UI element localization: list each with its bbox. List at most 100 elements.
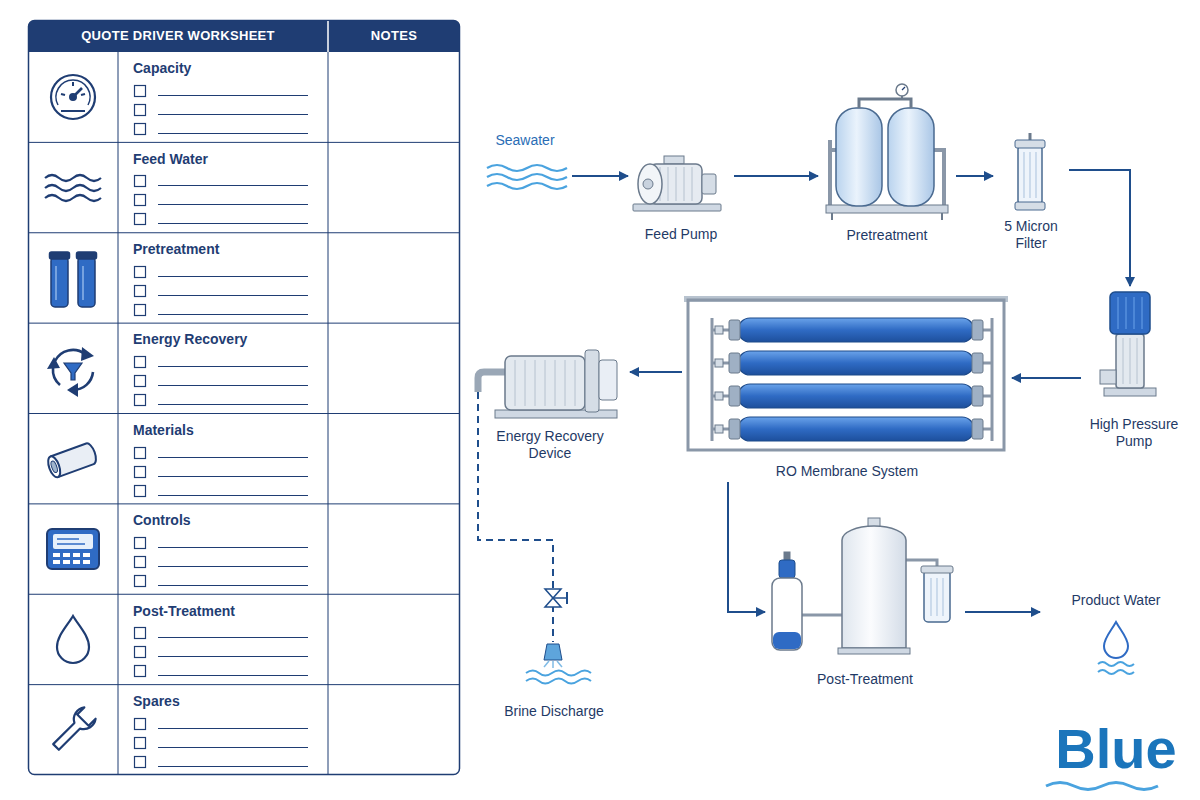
write-in-line [158,133,308,134]
cartridge-filter-part [1018,146,1042,204]
gauge-icon-part [51,75,95,119]
row-title: Energy Recovery [133,332,247,347]
controller-icon [47,529,99,569]
filter-icon-part [78,257,95,307]
write-in-line [158,728,308,729]
table-rule [29,232,459,233]
write-in-line [158,656,308,657]
write-in-line [158,366,308,367]
energy-recovery-unit-part [555,360,556,406]
high-pressure-pump-part [1116,334,1144,388]
checkbox [135,628,146,639]
ro-membrane-rack-part-part [738,417,974,441]
energy-recovery-unit-part [585,350,599,412]
ro-membrane-rack-part-part [738,351,974,375]
post-treatment-equipment-part [773,632,801,649]
row-title: Post-Treatment [133,604,235,619]
gauge-icon-part [81,94,85,95]
valve-symbol-part [553,597,567,599]
table-header: NOTES [371,29,417,43]
checkbox [135,486,146,497]
write-in-line [158,95,308,96]
pretreatment-tanks-part [826,205,948,213]
waves-icon-part [45,195,101,201]
write-in-line [158,675,308,676]
pretreatment-tanks-part [896,84,908,96]
checkbox [135,305,146,316]
gauge-icon-part [70,94,76,100]
controller-icon-part [63,553,70,557]
cartridge-filter [1015,133,1045,210]
feed-pump-illustration-part [638,164,662,204]
feed-pump-illustration-part [668,167,669,201]
high-pressure-pump-part [1118,297,1119,329]
checkbox [135,557,146,568]
ro-membrane-rack-part [688,300,1004,450]
feed-pump-illustration-part [692,167,693,201]
write-in-line [158,476,308,477]
checkbox [135,124,146,135]
node-label: RO Membrane System [776,463,918,480]
ro-membrane-rack-part [711,318,714,441]
logo-wave [1046,783,1158,790]
flow-connector [572,175,628,177]
flow-connector [478,464,553,642]
ro-membrane-rack-part-part [738,384,974,408]
row-title-cell: Spares [133,691,323,713]
cartridge-filter-part [1030,152,1031,198]
controller-icon-part [47,529,99,569]
checkbox [135,448,146,459]
energy-recovery-unit [478,350,617,464]
checkbox [135,666,146,677]
brine-outlet-part-part [552,661,554,668]
post-treatment-equipment-part [779,560,795,578]
equipment-node: Pretreatment [818,86,956,246]
filter-icon-part [51,257,68,307]
flow-connector [1012,377,1081,379]
product-water-symbol-part [1098,662,1134,666]
high-pressure-pump-part [1134,297,1135,329]
ro-membrane-rack-part-part [715,359,723,367]
flow-connector [1069,170,1130,286]
high-pressure-pump-part [1110,292,1150,334]
product-water-symbol-part [1098,670,1134,674]
valve-symbol [545,589,567,607]
controller-icon-part [83,560,90,564]
post-treatment-equipment-part [802,614,842,617]
energy-recovery-unit-part [545,360,546,406]
worksheet-table [29,21,460,775]
ro-membrane-rack-part-part [729,419,740,439]
worksheet-table-part [29,21,460,53]
row-title: Capacity [133,61,191,76]
controller-icon-part [53,560,60,564]
row-title-cell: Controls [133,510,323,532]
checkbox [135,286,146,297]
seawater-waves-part [487,165,567,171]
post-treatment-equipment-part [924,570,950,622]
write-in-line [158,637,308,638]
checkbox [135,538,146,549]
recycle-icon-part [53,368,60,385]
filter-icon-part [55,266,57,300]
row-title: Feed Water [133,152,208,167]
valve-symbol-part [566,592,568,604]
write-in-line [158,747,308,748]
pipe-icon-part [46,455,63,479]
row-title: Controls [133,513,191,528]
checkbox [135,176,146,187]
ro-membrane-rack-part [738,318,974,441]
checkbox [135,267,146,278]
table-header-cell: NOTES [328,20,460,52]
logo-wave-part [1046,783,1158,790]
write-in-line [158,585,308,586]
drop-icon-part [57,616,89,663]
energy-recovery-unit-part [565,360,566,406]
node-label: Feed Pump [645,226,717,243]
high-pressure-pump-part [1126,297,1127,329]
row-title: Materials [133,423,194,438]
controller-icon-part [57,538,79,540]
worksheet-table-part [29,21,460,775]
cartridge-filter-part [1029,133,1032,140]
table-rule [29,142,459,143]
